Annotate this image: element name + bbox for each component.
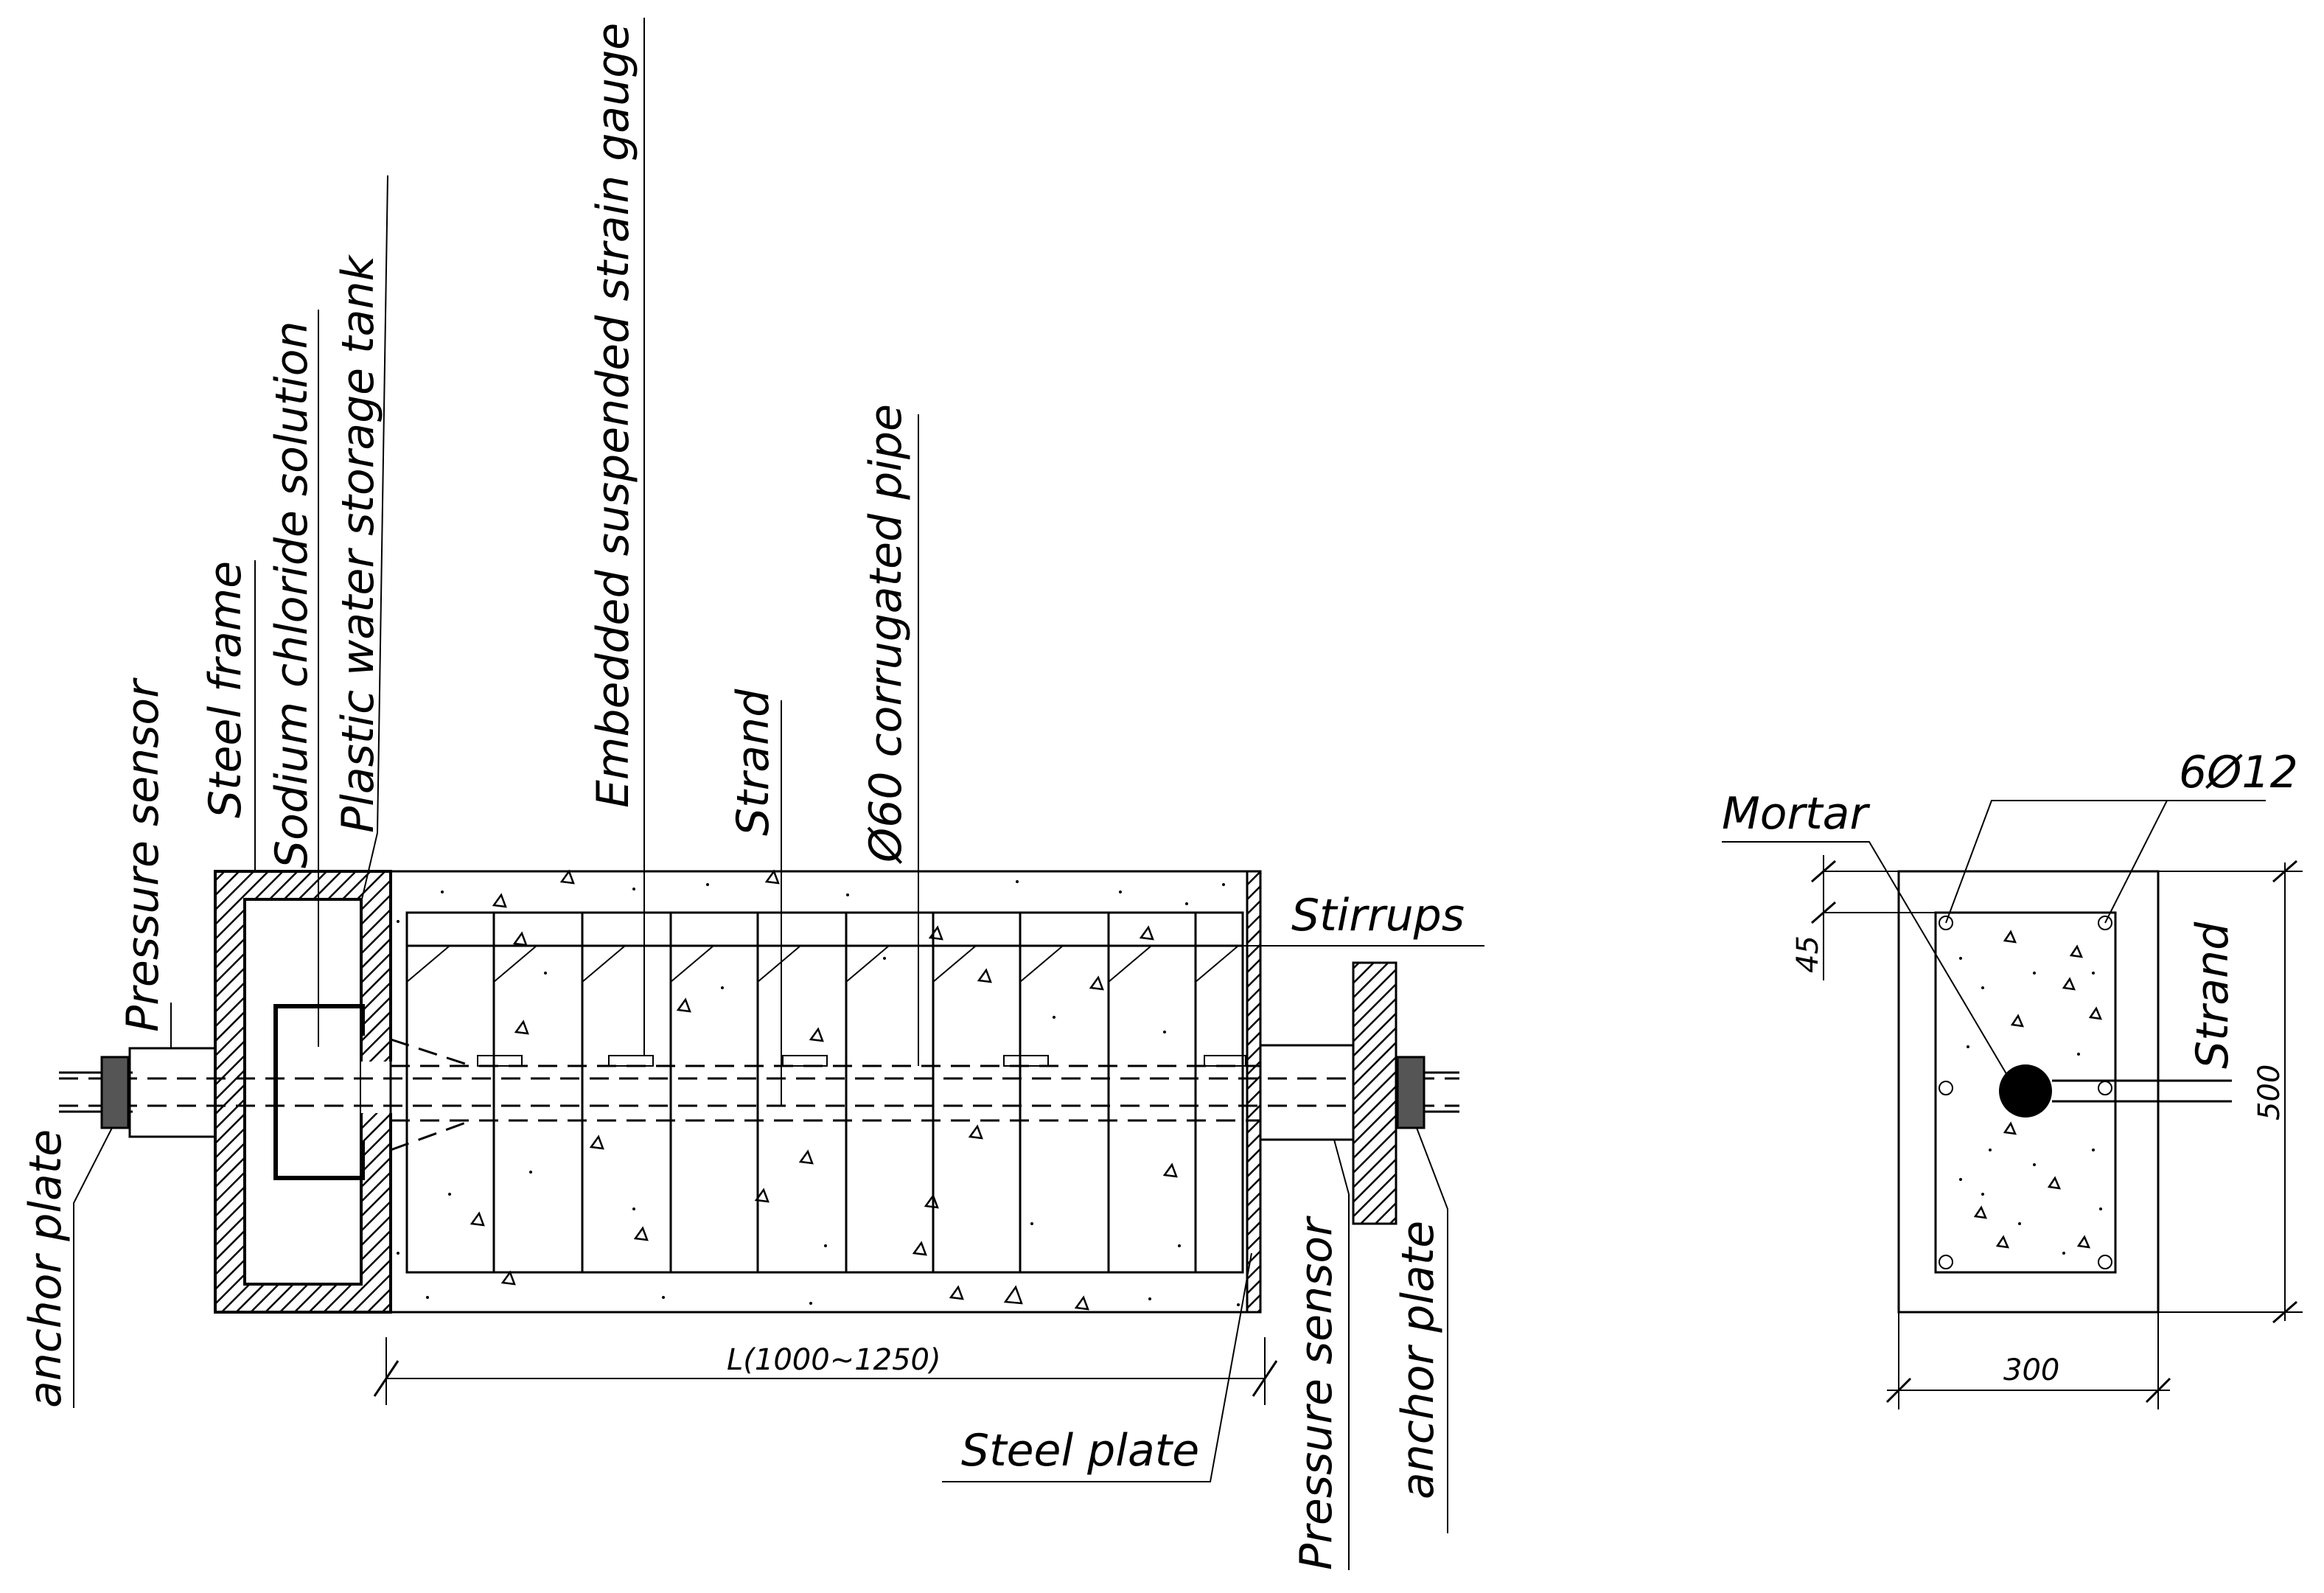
section-sand [1959, 957, 2102, 1255]
rebars [1939, 916, 2112, 1269]
mortar-leader [1722, 841, 2009, 1077]
label-anchor-plate-left: anchor plate [20, 1129, 71, 1408]
strain-gauges [477, 1055, 1246, 1067]
sand-dots [397, 880, 1240, 1306]
label-strand: Strand [727, 689, 779, 836]
corrugated-pipe [390, 1038, 1260, 1151]
anchor-plate-left [100, 1056, 130, 1129]
label-pressure-sensor-left: Pressure sensor [117, 677, 169, 1032]
section-cage [1934, 911, 2117, 1274]
label-strain-gauge: Embedded suspended strain gauge [587, 23, 639, 808]
label-length-dimension: L(1000~1250) [727, 1343, 941, 1377]
leader-lines [73, 18, 1484, 1570]
label-dim-300: 300 [2003, 1353, 2059, 1387]
section-outline [1897, 870, 2160, 1314]
label-sodium-chloride: Sodium chloride solution [266, 321, 318, 869]
elevation-view: anchor plate Pressure sensor Steel frame… [20, 18, 1484, 1570]
steel-plate [1246, 870, 1262, 1314]
anchor-plate-right [1396, 1056, 1426, 1129]
label-stirrups: Stirrups [1291, 890, 1465, 941]
pressure-sensor-left [128, 1047, 217, 1138]
label-dim-500: 500 [2253, 1064, 2286, 1120]
aggregate-marks [470, 869, 1178, 1311]
label-anchor-plate-right: anchor plate [1392, 1221, 1444, 1499]
label-pressure-sensor-right: Pressure sensor [1291, 1216, 1342, 1570]
label-corrugated-pipe: Ø60 corrugated pipe [860, 404, 912, 865]
dimension-45 [1811, 855, 1936, 980]
plastic-water-tank [273, 1004, 365, 1180]
bearing-plate-right [1352, 961, 1397, 1225]
reinforcement-cage [405, 911, 1244, 1274]
dimension-500 [2158, 860, 2303, 1324]
section-aggregate [1973, 930, 2103, 1249]
cross-section-view: Mortar 6Ø12 Strand 45 500 300 [1722, 747, 2303, 1409]
dimension-300 [1885, 1312, 2171, 1409]
label-section-strand: Strand [2187, 921, 2238, 1069]
label-mortar: Mortar [1722, 788, 1870, 840]
label-plastic-tank: Plastic water storage tank [332, 254, 384, 833]
label-steel-frame: Steel frame [200, 561, 251, 818]
label-rebar: 6Ø12 [2179, 747, 2298, 798]
pressure-sensor-right [1259, 1044, 1355, 1141]
label-dim-45: 45 [1791, 935, 1825, 973]
strand-duct [1999, 1064, 2052, 1118]
label-steel-plate: Steel plate [961, 1425, 1199, 1477]
rebar-leader [1945, 800, 2266, 924]
length-dimension [373, 1337, 1278, 1405]
stirrups [406, 913, 1239, 1272]
